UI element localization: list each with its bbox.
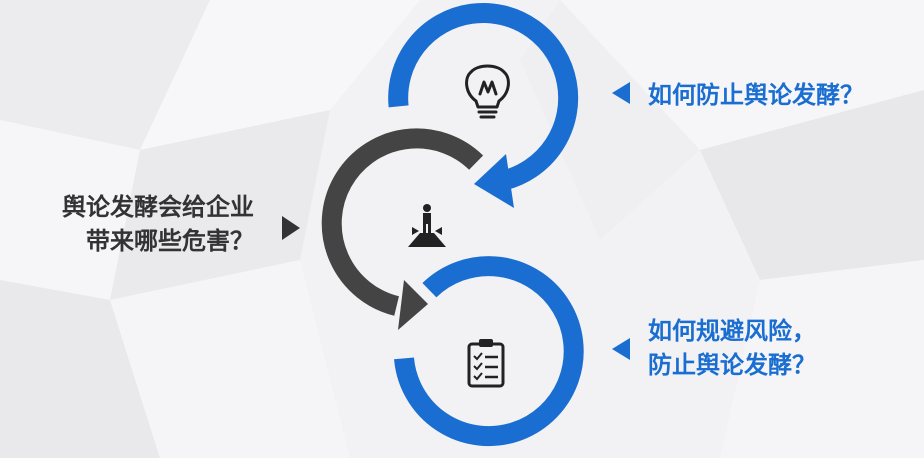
top-question-line-1: 如何防止舆论发酵？ (648, 81, 864, 109)
left-question-line-2: 带来哪些危害？ (86, 227, 254, 255)
middle-dark-arc (321, 128, 484, 316)
bottom-pointer-icon (612, 338, 630, 360)
top-question-label: 如何防止舆论发酵？ (648, 78, 864, 112)
bottom-blue-arc (394, 256, 584, 447)
top-blue-arc (388, 3, 579, 191)
left-question-label: 舆论发酵会给企业 带来哪些危害？ (62, 190, 254, 258)
middle-arrowhead (398, 280, 428, 330)
left-question-line-1: 舆论发酵会给企业 (62, 193, 254, 221)
left-pointer-icon (282, 216, 300, 240)
crossroads-person-icon (408, 204, 446, 247)
lightbulb-icon (465, 64, 510, 119)
bottom-question-line-1: 如何规避风险， (648, 317, 816, 345)
bottom-question-line-2: 防止舆论发酵？ (648, 351, 816, 379)
top-pointer-icon (612, 82, 630, 104)
clipboard-checklist-icon (467, 339, 505, 388)
top-arrowhead (474, 154, 514, 208)
bottom-question-label: 如何规避风险， 防止舆论发酵？ (648, 314, 816, 382)
